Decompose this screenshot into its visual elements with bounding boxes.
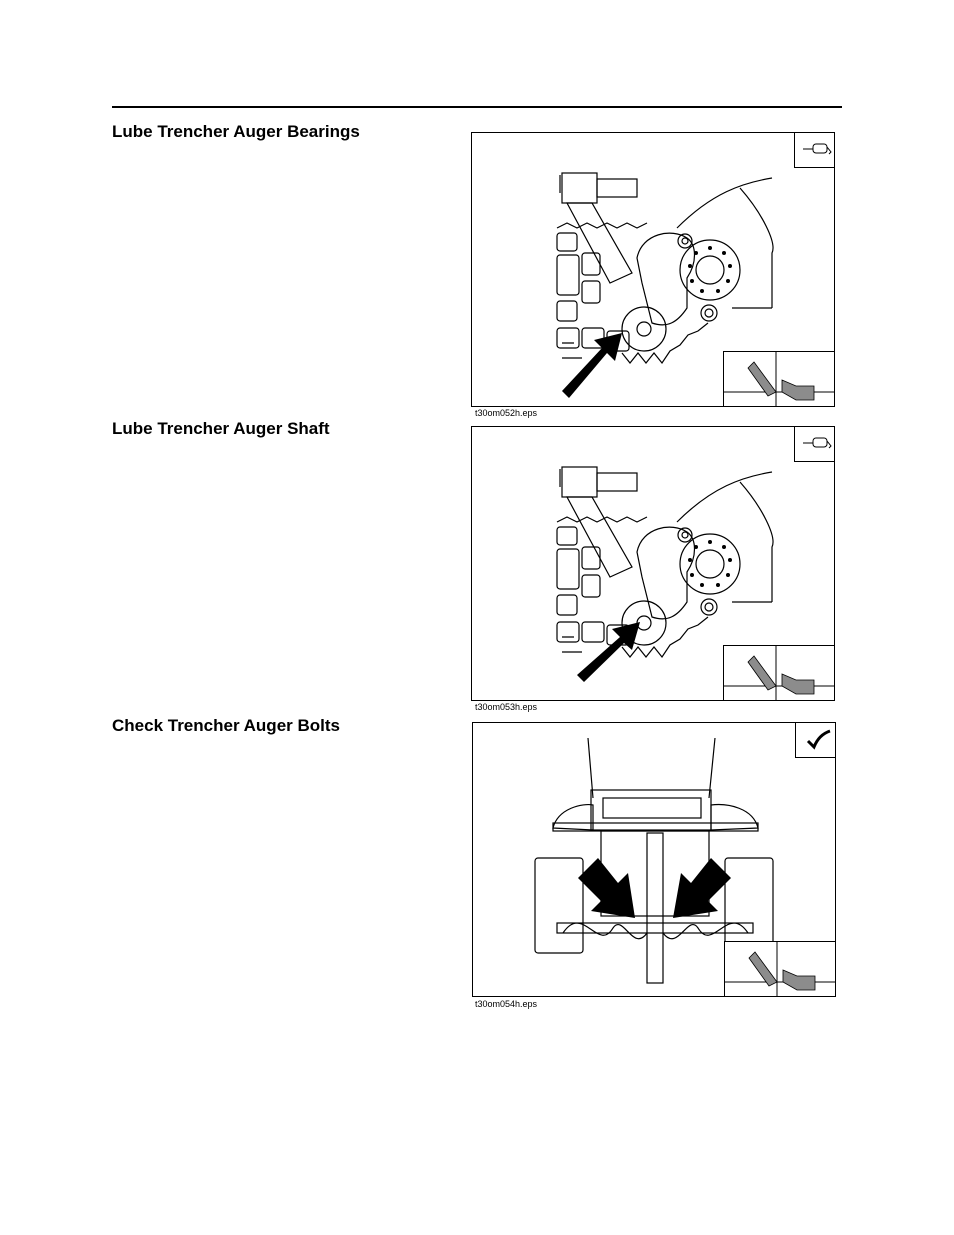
auger-front-drawing [534, 737, 774, 984]
trencher-location-inset [724, 941, 835, 996]
figure-auger-shaft [471, 426, 835, 701]
grease-gun-icon [803, 437, 832, 449]
pointer-arrow [562, 333, 622, 398]
trencher-location-inset [723, 645, 834, 700]
section-heading-shaft: Lube Trencher Auger Shaft [112, 419, 330, 438]
figure-auger-bolts [472, 722, 836, 997]
pointer-arrow [577, 622, 640, 682]
figure-caption: t30om052h.eps [475, 408, 538, 418]
check-indicator [795, 723, 835, 758]
section-heading-bearings: Lube Trencher Auger Bearings [112, 122, 360, 141]
section-heading-bolts: Check Trencher Auger Bolts [112, 716, 340, 735]
left-bolt-arrow [578, 858, 635, 918]
figure-caption: t30om053h.eps [475, 702, 538, 712]
lubricate-indicator [794, 133, 834, 168]
trencher-location-inset [723, 351, 834, 406]
trencher-attachment-icon [724, 646, 834, 700]
trencher-drawing [556, 466, 774, 682]
right-bolt-arrow [673, 858, 731, 918]
figure-auger-bearings [471, 132, 835, 407]
trencher-attachment-icon [724, 352, 834, 406]
trencher-attachment-icon [725, 942, 835, 996]
grease-gun-icon [803, 143, 832, 155]
trencher-drawing [556, 172, 774, 398]
lubricate-indicator [794, 427, 834, 462]
header-rule [112, 106, 842, 108]
figure-caption: t30om054h.eps [475, 999, 538, 1009]
check-mark-icon [806, 729, 831, 750]
